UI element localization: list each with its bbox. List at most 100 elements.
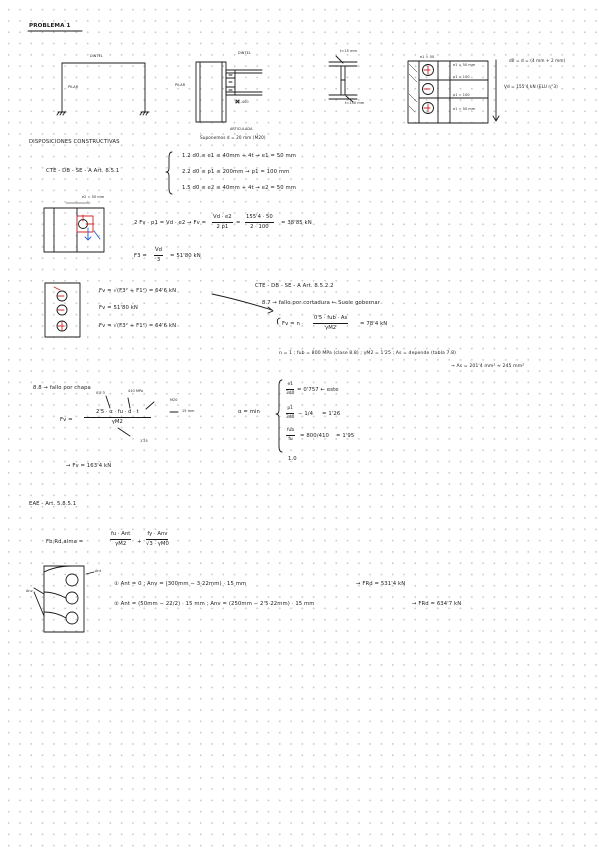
section4-f1-num: fu · Ant xyxy=(110,531,132,540)
section2-item: 8.7 → fallo por cortadura ← Suele gobern… xyxy=(262,300,380,306)
alpha-c4: 1.0 xyxy=(288,456,297,462)
fv-line-1: Fv = √(F3² + F1²) = 64'6 kN xyxy=(99,288,177,294)
section4-f2-den: √3 · γM0 xyxy=(146,540,169,547)
section4-f1-den: γM2 xyxy=(115,540,127,547)
label-ant: Ant xyxy=(95,569,102,573)
label-anv: Anv xyxy=(26,589,33,593)
chapa-result: → Fv = 163'4 kN xyxy=(66,463,112,469)
alpha-c2-num: p1 xyxy=(286,406,294,414)
section1-ref: CTE - DB - SE - A Art. 8.5.1 xyxy=(46,168,120,174)
alpha-min: α = min xyxy=(238,409,260,415)
eq2-left: F3 = xyxy=(134,253,147,259)
section2-eq-den: γM2 xyxy=(325,324,337,331)
eq2-num: Vd xyxy=(154,247,163,256)
vd-arrow xyxy=(492,59,500,122)
eq1-left: 2 Fv · p1 = Vd · e2 → Fv = xyxy=(134,220,207,226)
chapa-ann-c: M20 xyxy=(170,398,178,402)
section2-eq-fraction: 0'5 · fub · As γM2 xyxy=(313,315,349,331)
fillet-plate-drawing xyxy=(33,565,95,633)
section1-heading: DISPOSICIONES CONSTRUCTIVAS xyxy=(29,139,120,145)
conn-pilar-label: PILAR xyxy=(175,83,186,87)
eq1-result: = 38'85 kN xyxy=(281,220,312,226)
chapa-ann-a: 0'5'3 xyxy=(96,391,105,395)
alpha-c3-frac: fub fu xyxy=(286,428,296,442)
portal-frame-drawing xyxy=(56,62,150,116)
chapa-eq-den: γM2 xyxy=(111,418,123,425)
fv-line-2: Fv = 51'80 kN xyxy=(99,305,138,311)
chapa-eq-fraction: 2'5 · α · fu · d · t γM2 xyxy=(84,409,151,425)
e2-blue-arrows xyxy=(84,227,101,241)
load-d: d0 = d = (4 mm + 2 mm) xyxy=(509,58,566,63)
section4-plus: + xyxy=(137,539,142,545)
three-bolt-drawing xyxy=(44,282,81,338)
eq1-f1-num: Vd · e2 xyxy=(212,214,233,223)
connection-drawing xyxy=(195,61,263,123)
e2-red-box xyxy=(76,214,95,233)
conn-articulada-label: ARTICULADA xyxy=(230,127,253,131)
fv-line-3: Fv = √(F3² + F1²) = 64'6 kN xyxy=(99,323,177,329)
section2-eq-right: = 78'4 kN xyxy=(360,321,388,327)
section2-eq-left: Fv = n · xyxy=(282,321,304,327)
eq1-fraction-2: 155'4 · 50 2 · 100 xyxy=(245,214,274,230)
page-title: PROBLEMA 1 xyxy=(29,23,71,29)
alpha-c1: = 0'757 ← este xyxy=(297,387,339,393)
brace-construct xyxy=(165,151,173,195)
chapa-annot-lines xyxy=(105,395,179,437)
bolt-plate-drawing xyxy=(407,60,489,124)
alpha-c1-frac: e1 3d0 xyxy=(286,382,294,396)
eq1-f2-den: 2 · 100 xyxy=(250,223,269,230)
e2-detail-drawing xyxy=(43,202,105,253)
section4-lhs: Fb,Rd,alma = xyxy=(46,539,84,545)
section2-as: → As = 201'4 mm² ≈ 245 mm² xyxy=(451,364,525,369)
alpha-c1-den: 3d0 xyxy=(286,390,295,396)
load-vd: Vd = 155'4 kN (ELU n°3) xyxy=(504,84,558,89)
case-1-result: → FRd = 531'4 kN xyxy=(356,581,406,587)
i-section-drawing xyxy=(328,55,358,103)
frame-pilar-label: PILAR xyxy=(68,85,79,89)
section4-f2-num: fy · Anv xyxy=(146,531,169,540)
pointer-curve xyxy=(211,293,273,311)
section2-ref: CTE - DB - SE - A Art. 8.5.2.2 xyxy=(255,283,334,289)
alpha-c2-den: 3d0 xyxy=(286,414,295,420)
section-bottom-label: t=150 mm xyxy=(345,101,365,105)
case-1: ① Ant = 0 ; Anv = (300mm − 3·22mm) · 15 … xyxy=(114,581,247,587)
section4-frac-1: fu · Ant γM2 xyxy=(110,531,132,547)
chapa-ann-e: 1'25 xyxy=(140,439,148,443)
eq2-right: = 51'80 kN xyxy=(170,253,201,259)
construct-row-1: 1.2 d0 ≤ e1 ≤ 40mm + 4t → e1 = 50 mm xyxy=(182,153,296,159)
suponemos-text: Suponemos d = 20 mm (M20) xyxy=(200,135,266,140)
bolt-ed: e1 = 50 xyxy=(420,55,435,59)
alpha-c3-mid: = 800/410 xyxy=(300,433,330,439)
eq1-equals: = xyxy=(236,220,241,226)
three-bolt-red xyxy=(53,286,65,331)
bolt-force-arrows xyxy=(423,65,431,113)
alpha-c3-num: fub xyxy=(286,428,296,436)
eq2-fraction: Vd 3 xyxy=(154,247,163,263)
eq1-f2-num: 155'4 · 50 xyxy=(245,214,274,223)
case-2-result: → FRd = 634'7 kN xyxy=(412,601,462,607)
section4-frac-2: fy · Anv √3 · γM0 xyxy=(146,531,169,547)
section3-heading: 8.8 → fallo por chapa xyxy=(33,385,91,391)
section2-params: n = 1 ; fub = 800 MPa (clase 8.8) ; γM2 … xyxy=(279,351,457,356)
bolt-p1-b: p1 = 100 xyxy=(453,93,470,97)
construct-row-2: 2.2 d0 ≤ p1 ≤ 200mm → p1 = 100 mm xyxy=(182,169,290,175)
chapa-ann-b: 410 MPa xyxy=(128,389,144,393)
chapa-eq-lhs: Fv = xyxy=(60,417,73,423)
bolt-p1-a: p1 = 100 xyxy=(453,75,470,79)
alpha-c2: = 1'26 xyxy=(322,411,341,417)
bolt-e1-bot: e1 = 50 mm xyxy=(453,107,476,111)
alpha-c2-mid: − 1/4 xyxy=(298,411,314,417)
section4-heading: EAE - Art. 5.8.5.1 xyxy=(29,501,77,507)
case-2: ② Ant = (50mm − 22/2) · 15 mm ; Anv = (2… xyxy=(114,601,315,607)
eq2-den: 3 xyxy=(156,256,161,263)
eq1-f1-den: 2 p1 xyxy=(216,223,229,230)
alpha-c1-num: e1 xyxy=(286,382,294,390)
conn-dintel-label: DINTEL xyxy=(238,51,251,55)
section2-eq-num: 0'5 · fub · As xyxy=(313,315,349,324)
construct-row-3: 1.5 d0 ≤ e2 ≤ 40mm + 4t → e2 = 50 mm xyxy=(182,185,296,191)
eq1-fraction-1: Vd · e2 2 p1 xyxy=(212,214,233,230)
brace-alpha xyxy=(275,379,283,453)
alpha-c3: = 1'95 xyxy=(336,433,355,439)
alpha-c3-den: fu xyxy=(288,436,293,442)
